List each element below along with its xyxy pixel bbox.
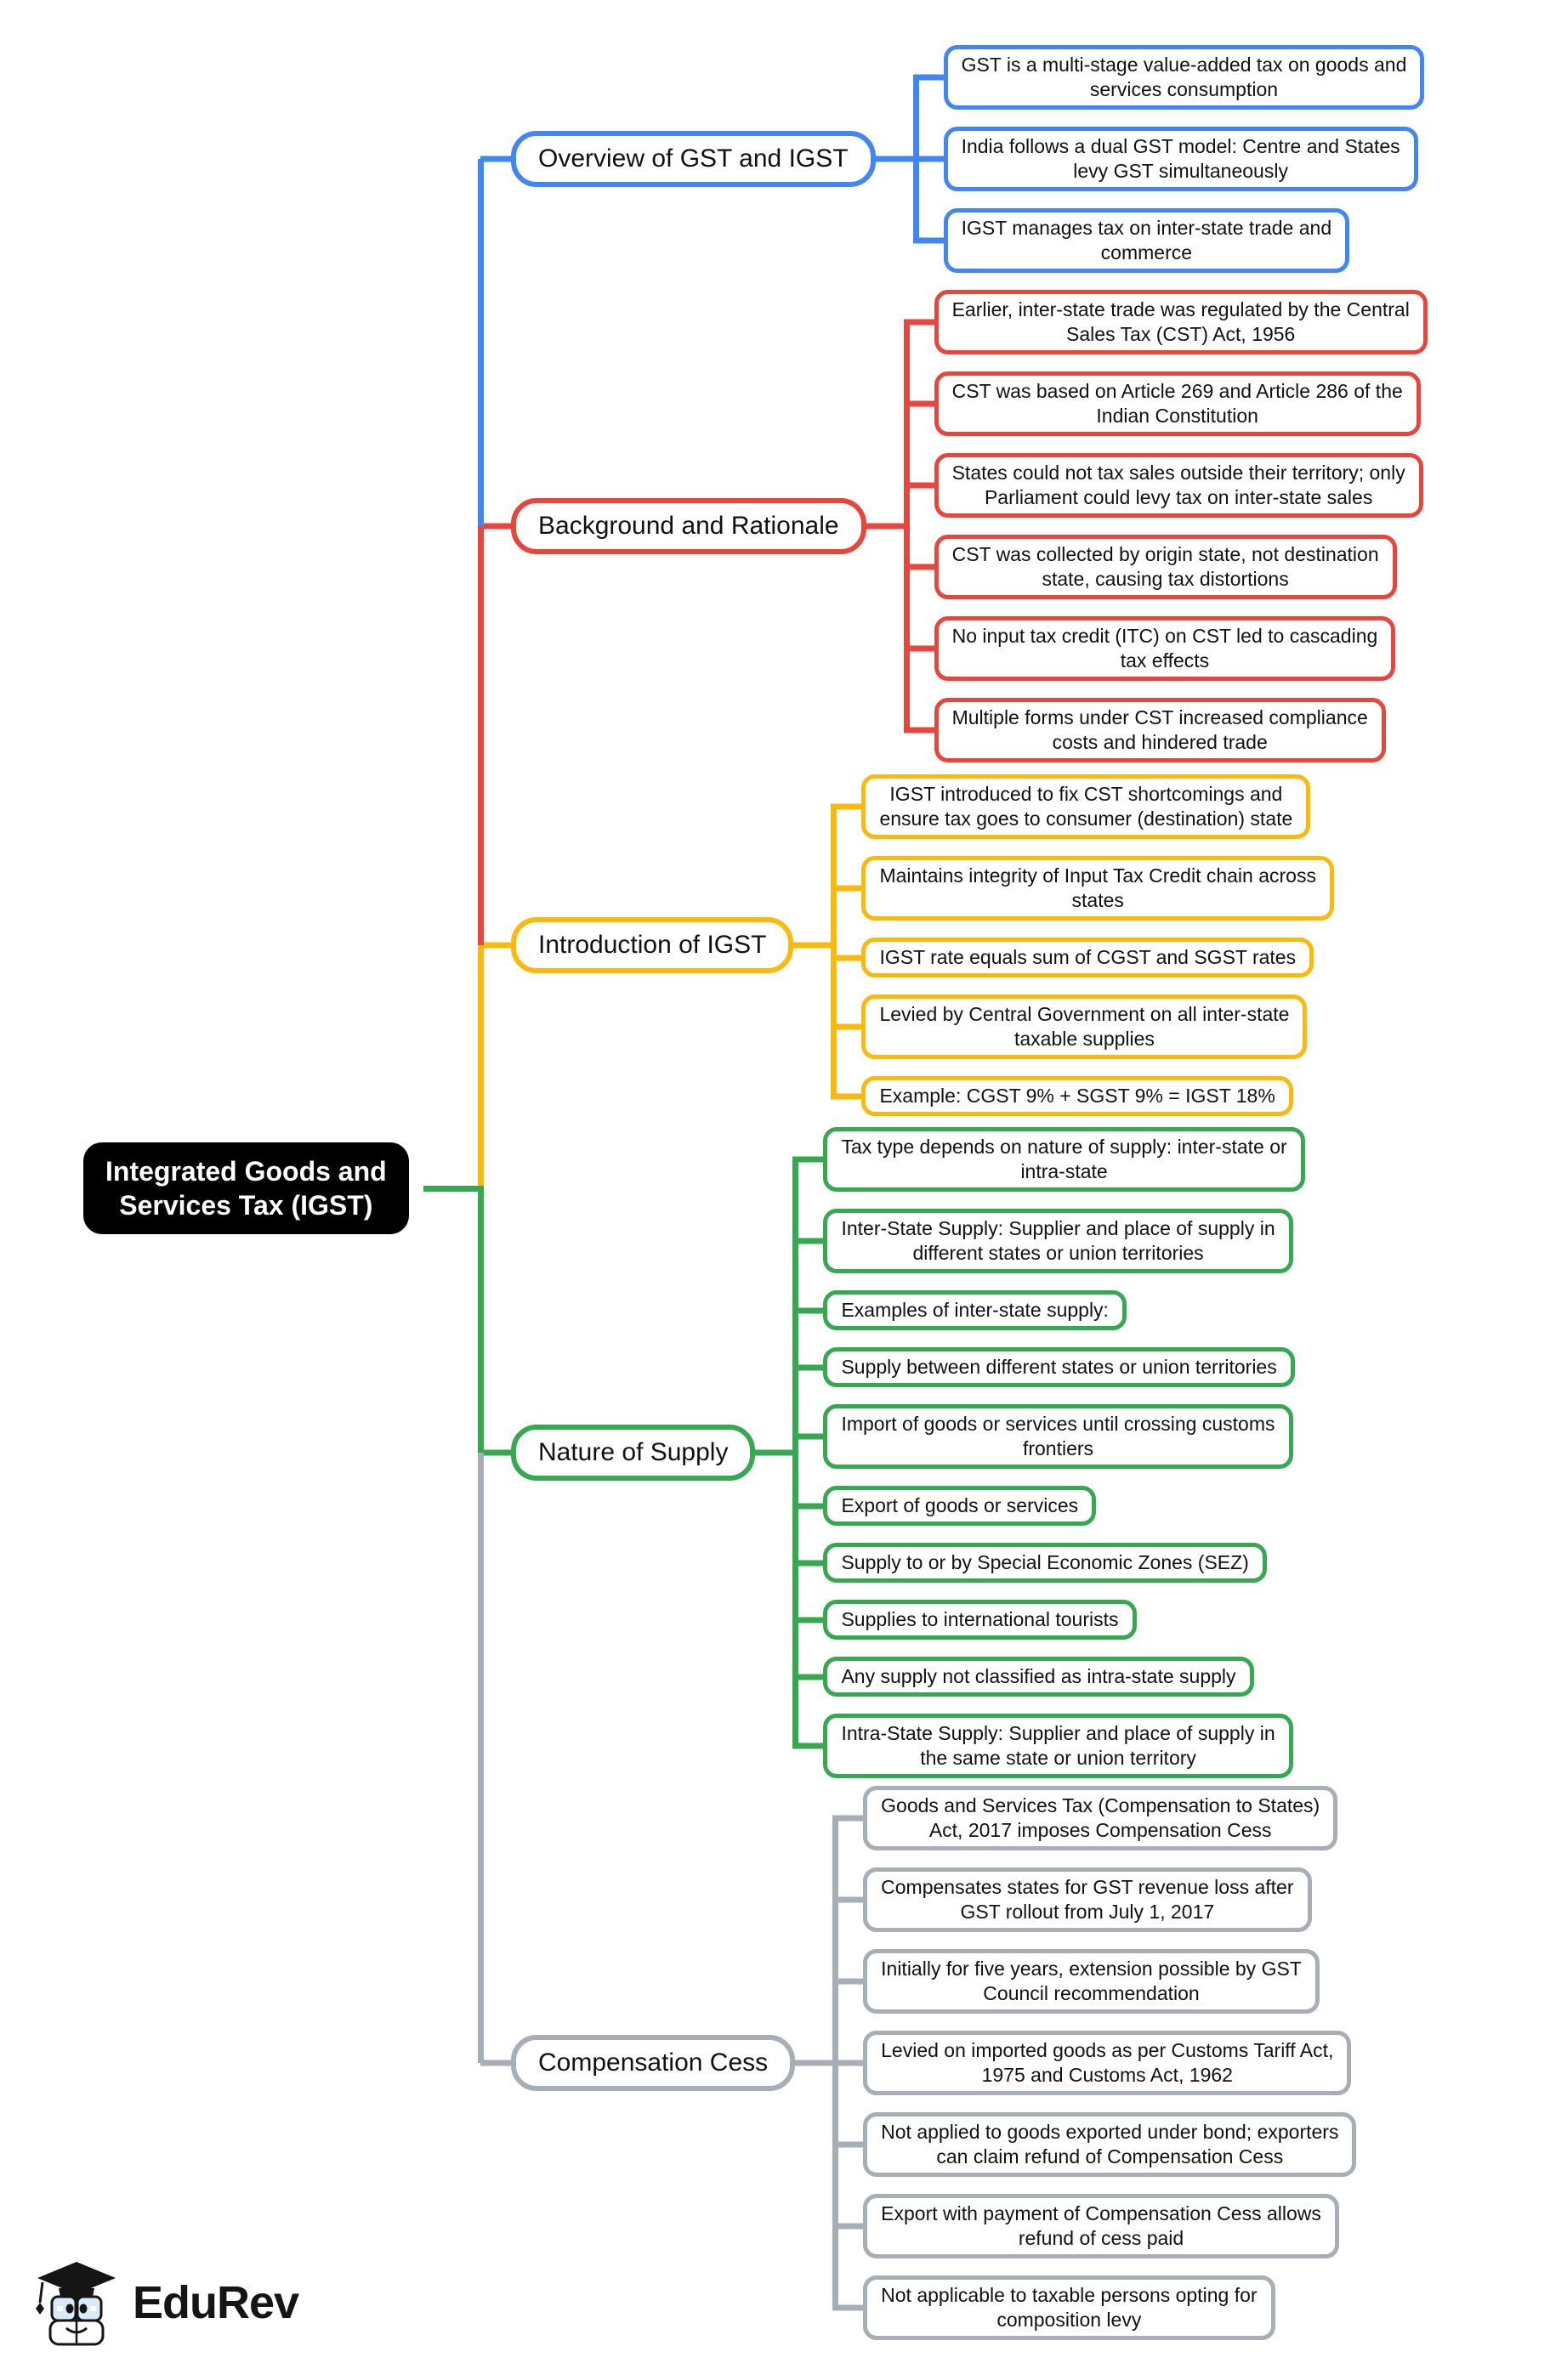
leaf-node: Levied by Central Government on all inte… xyxy=(861,994,1308,1059)
list-item: Not applied to goods exported under bond… xyxy=(832,2095,1357,2177)
central-node: Integrated Goods and Services Tax (IGST) xyxy=(83,1142,409,1234)
list-item: Not applicable to taxable persons opting… xyxy=(832,2258,1356,2340)
list-item: Levied on imported goods as per Customs … xyxy=(832,2014,1356,2095)
leaf-node: Any supply not classified as intra-state… xyxy=(823,1657,1254,1697)
list-item: Supply between different states or union… xyxy=(792,1330,1304,1387)
branch-label-background: Background and Rationale xyxy=(511,498,866,554)
branch-label-introduction: Introduction of IGST xyxy=(511,917,794,973)
leaf-node: Supplies to international tourists xyxy=(823,1600,1137,1640)
list-item: No input tax credit (ITC) on CST led to … xyxy=(903,599,1428,681)
list-item: States could not tax sales outside their… xyxy=(903,436,1428,518)
branch-introduction-children: IGST introduced to fix CST shortcomings … xyxy=(831,774,1334,1116)
list-item: Tax type depends on nature of supply: in… xyxy=(792,1127,1305,1192)
list-item: CST was based on Article 269 and Article… xyxy=(903,354,1428,436)
leaf-node: Goods and Services Tax (Compensation to … xyxy=(863,1786,1338,1850)
central-connector xyxy=(423,1186,484,1192)
list-item: Compensates states for GST revenue loss … xyxy=(832,1850,1356,1932)
leaf-node: IGST manages tax on inter-state trade an… xyxy=(943,208,1350,273)
leaf-node: Example: CGST 9% + SGST 9% = IGST 18% xyxy=(861,1076,1293,1116)
branch-overview-children: GST is a multi-stage value-added tax on … xyxy=(912,45,1425,273)
leaf-node: Multiple forms under CST increased compl… xyxy=(934,698,1386,762)
list-item: Inter-State Supply: Supplier and place o… xyxy=(792,1192,1304,1273)
branch-nature-children: Tax type depends on nature of supply: in… xyxy=(792,1127,1305,1778)
trunk-segment-overview xyxy=(478,159,484,526)
list-item: Levied by Central Government on all inte… xyxy=(831,978,1334,1059)
list-item: Goods and Services Tax (Compensation to … xyxy=(832,1786,1356,1850)
leaf-node: Examples of inter-state supply: xyxy=(823,1290,1127,1330)
list-item: IGST rate equals sum of CGST and SGST ra… xyxy=(831,921,1334,978)
branch-background: Background and Rationale Earlier, inter-… xyxy=(480,290,1428,762)
branch-nature-of-supply: Nature of Supply Tax type depends on nat… xyxy=(480,1127,1305,1778)
branch-label-overview: Overview of GST and IGST xyxy=(511,131,876,187)
leaf-node: Initially for five years, extension poss… xyxy=(863,1949,1320,2014)
edurev-mascot-icon xyxy=(36,2262,116,2346)
list-item: India follows a dual GST model: Centre a… xyxy=(912,110,1425,191)
leaf-node: Supply to or by Special Economic Zones (… xyxy=(823,1543,1267,1583)
list-item: Intra-State Supply: Supplier and place o… xyxy=(792,1697,1304,1778)
branch-introduction: Introduction of IGST IGST introduced to … xyxy=(480,774,1334,1116)
list-item: Maintains integrity of Input Tax Credit … xyxy=(831,839,1334,921)
branch-overview: Overview of GST and IGST GST is a multi-… xyxy=(480,45,1425,273)
branch-label-compensation-cess: Compensation Cess xyxy=(511,2035,796,2091)
list-item: GST is a multi-stage value-added tax on … xyxy=(912,45,1425,110)
leaf-node: Compensates states for GST revenue loss … xyxy=(863,1867,1312,1932)
leaf-node: Levied on imported goods as per Customs … xyxy=(863,2031,1352,2095)
edurev-logo: EduRev xyxy=(34,2257,299,2349)
leaf-node: Supply between different states or union… xyxy=(823,1347,1295,1387)
edurev-brand-text: EduRev xyxy=(133,2277,299,2328)
list-item: Supply to or by Special Economic Zones (… xyxy=(792,1526,1304,1583)
list-item: Earlier, inter-state trade was regulated… xyxy=(903,290,1428,354)
list-item: Supplies to international tourists xyxy=(792,1583,1304,1640)
list-item: CST was collected by origin state, not d… xyxy=(903,518,1428,599)
trunk-segment-background xyxy=(478,526,484,945)
trunk-segment-compensation xyxy=(478,1453,484,2063)
leaf-node: GST is a multi-stage value-added tax on … xyxy=(943,45,1425,110)
list-item: Examples of inter-state supply: xyxy=(792,1273,1304,1330)
branch-label-nature-of-supply: Nature of Supply xyxy=(511,1425,756,1481)
list-item: IGST introduced to fix CST shortcomings … xyxy=(831,774,1334,839)
leaf-node: CST was collected by origin state, not d… xyxy=(934,535,1397,599)
leaf-node: Export with payment of Compensation Cess… xyxy=(863,2194,1339,2258)
leaf-node: Import of goods or services until crossi… xyxy=(823,1404,1293,1469)
leaf-node: Intra-State Supply: Supplier and place o… xyxy=(823,1714,1293,1778)
list-item: Import of goods or services until crossi… xyxy=(792,1387,1304,1469)
leaf-node: Not applied to goods exported under bond… xyxy=(863,2112,1357,2177)
branch-compensation-children: Goods and Services Tax (Compensation to … xyxy=(832,1786,1357,2340)
leaf-node: IGST rate equals sum of CGST and SGST ra… xyxy=(861,938,1314,978)
list-item: Example: CGST 9% + SGST 9% = IGST 18% xyxy=(831,1059,1334,1116)
list-item: Multiple forms under CST increased compl… xyxy=(903,681,1428,762)
list-item: Export with payment of Compensation Cess… xyxy=(832,2177,1356,2258)
leaf-node: Maintains integrity of Input Tax Credit … xyxy=(861,856,1334,921)
leaf-node: Export of goods or services xyxy=(823,1486,1097,1526)
leaf-node: Earlier, inter-state trade was regulated… xyxy=(934,290,1428,354)
leaf-node: Not applicable to taxable persons opting… xyxy=(863,2275,1275,2340)
leaf-node: States could not tax sales outside their… xyxy=(934,453,1423,518)
leaf-node: IGST introduced to fix CST shortcomings … xyxy=(861,774,1311,839)
branch-compensation-cess: Compensation Cess Goods and Services Tax… xyxy=(480,1786,1357,2340)
leaf-node: No input tax credit (ITC) on CST led to … xyxy=(934,616,1396,681)
trunk-segment-introduction xyxy=(478,945,484,1189)
branch-background-children: Earlier, inter-state trade was regulated… xyxy=(903,290,1428,762)
trunk-segment-nature xyxy=(478,1189,484,1453)
leaf-node: Inter-State Supply: Supplier and place o… xyxy=(823,1209,1293,1273)
list-item: Export of goods or services xyxy=(792,1469,1304,1526)
list-item: Initially for five years, extension poss… xyxy=(832,1932,1356,2014)
list-item: IGST manages tax on inter-state trade an… xyxy=(912,191,1425,273)
leaf-node: CST was based on Article 269 and Article… xyxy=(934,371,1421,436)
leaf-node: Tax type depends on nature of supply: in… xyxy=(823,1127,1305,1192)
list-item: Any supply not classified as intra-state… xyxy=(792,1640,1304,1697)
leaf-node: India follows a dual GST model: Centre a… xyxy=(943,127,1418,191)
